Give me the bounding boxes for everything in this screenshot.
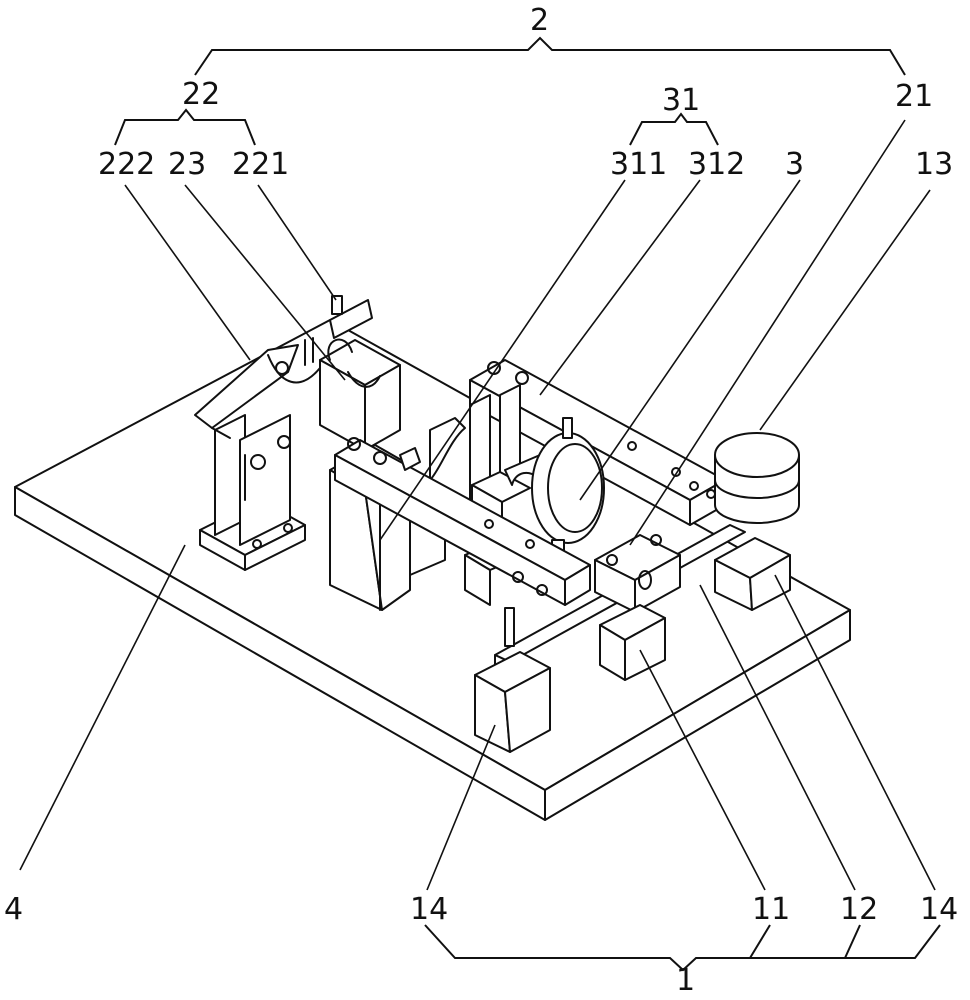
front-long-bar: [334, 437, 591, 606]
label-4: 4: [4, 892, 24, 927]
label-221: 221: [232, 147, 290, 182]
label-14-left: 14: [410, 892, 449, 927]
sliding-block: [594, 534, 681, 613]
label-22: 22: [182, 77, 221, 112]
bracket-lines: [114, 36, 941, 972]
clamp-post: [304, 295, 401, 451]
label-311: 311: [610, 147, 668, 182]
label-21: 21: [895, 79, 934, 114]
label-11: 11: [752, 892, 791, 927]
label-1: 1: [676, 963, 696, 998]
label-2: 2: [530, 3, 550, 38]
support-block-14-left: [474, 651, 551, 753]
toggle-clamp-handle: [194, 344, 321, 439]
label-222: 222: [98, 147, 156, 182]
clamp-support-block: [199, 414, 306, 571]
label-14-right: 14: [920, 892, 959, 927]
support-block-11: [599, 604, 666, 681]
label-3: 3: [785, 147, 805, 182]
label-312: 312: [688, 147, 746, 182]
label-31: 31: [662, 83, 701, 118]
label-13: 13: [915, 147, 954, 182]
label-23: 23: [168, 147, 207, 182]
label-12: 12: [840, 892, 879, 927]
adjusting-knob: [714, 432, 800, 524]
leader-lines: [19, 119, 936, 891]
support-block-14-right: [714, 537, 791, 611]
